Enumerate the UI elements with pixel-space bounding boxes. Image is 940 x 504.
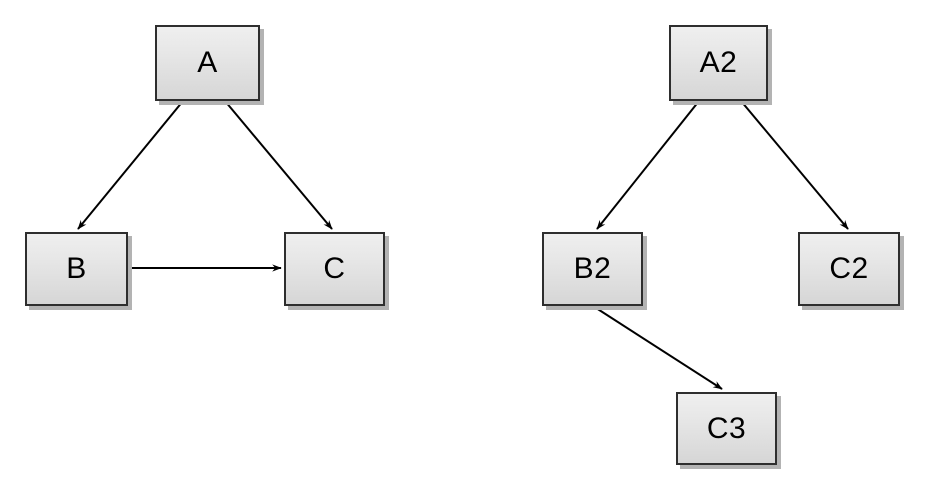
edge-a-to-b bbox=[77, 100, 184, 230]
node-label-a2: A2 bbox=[699, 46, 738, 79]
node-label-b2: B2 bbox=[573, 252, 612, 285]
node-c[interactable]: C bbox=[284, 232, 385, 306]
edge-a2-to-b2 bbox=[596, 100, 700, 230]
node-label-c2: C2 bbox=[829, 252, 869, 285]
edge-a-to-c bbox=[224, 100, 333, 230]
node-a2[interactable]: A2 bbox=[669, 25, 768, 101]
node-b2[interactable]: B2 bbox=[542, 232, 643, 306]
edge-b2-to-c3 bbox=[592, 305, 723, 390]
node-label-c: C bbox=[323, 252, 346, 285]
node-label-c3: C3 bbox=[706, 411, 747, 445]
edge-a2-to-c2 bbox=[740, 100, 849, 230]
node-c2[interactable]: C2 bbox=[798, 232, 900, 306]
node-a[interactable]: A bbox=[155, 25, 260, 101]
node-c3[interactable]: C3 bbox=[676, 392, 777, 465]
node-b[interactable]: B bbox=[25, 232, 128, 306]
node-label-b: B bbox=[66, 252, 87, 285]
node-label-a: A bbox=[197, 46, 218, 79]
